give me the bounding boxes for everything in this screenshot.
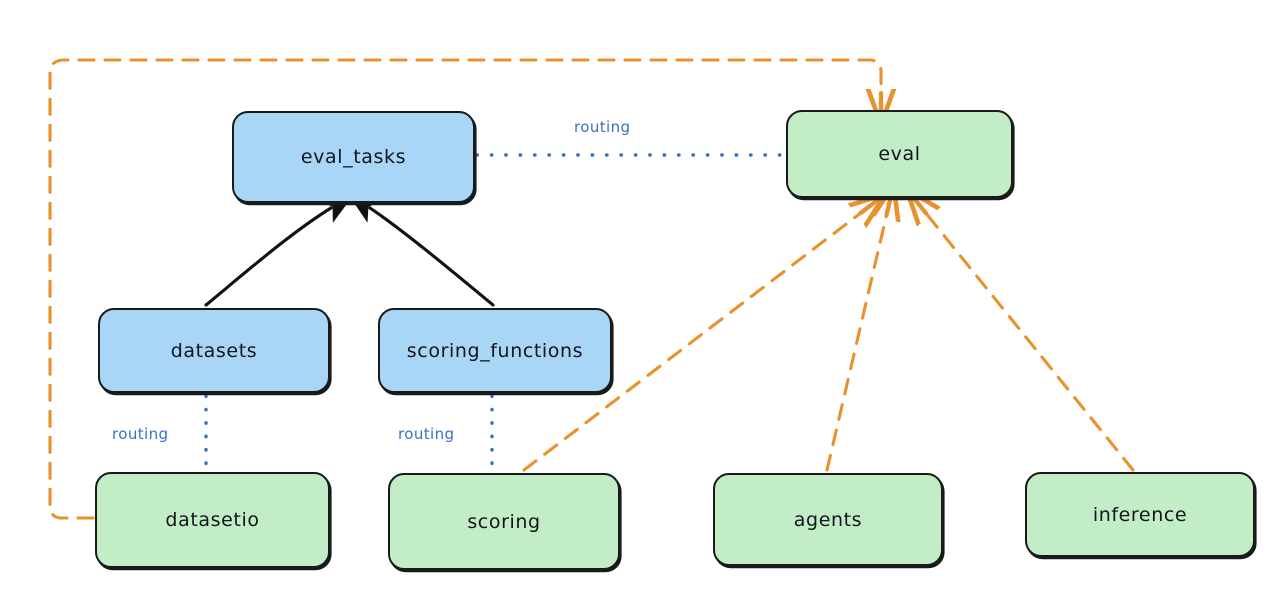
- edge-datasets-to-eval-tasks: [204, 193, 355, 307]
- node-label-inference: inference: [1092, 503, 1188, 526]
- edge-scoring-functions-to-eval-tasks: [346, 192, 495, 307]
- edge-datasetio-to-eval: [48, 58, 881, 520]
- edge-label-routing-eval-tasks-eval: routing: [574, 118, 631, 136]
- node-scoring-functions[interactable]: scoring_functions: [378, 308, 612, 393]
- node-label-datasets: datasets: [170, 339, 258, 362]
- edge-scoring-to-eval: [522, 212, 862, 472]
- edge-inference-to-eval: [925, 212, 1135, 472]
- node-label-scoring: scoring: [467, 510, 541, 533]
- edge-label-routing-scoring-functions-scoring: routing: [398, 425, 455, 443]
- node-label-datasetio: datasetio: [165, 509, 260, 531]
- node-scoring[interactable]: scoring: [388, 473, 620, 570]
- node-datasets[interactable]: datasets: [98, 308, 330, 393]
- node-eval-tasks[interactable]: eval_tasks: [232, 111, 475, 203]
- node-eval[interactable]: eval: [786, 110, 1013, 198]
- node-label-scoring-functions: scoring_functions: [406, 339, 584, 362]
- edge-label-routing-datasets-datasetio: routing: [112, 425, 169, 443]
- node-label-eval: eval: [878, 143, 921, 165]
- node-inference[interactable]: inference: [1025, 472, 1255, 557]
- node-label-agents: agents: [793, 508, 863, 531]
- edge-agents-to-eval: [825, 213, 887, 472]
- node-agents[interactable]: agents: [713, 473, 943, 566]
- node-label-eval-tasks: eval_tasks: [300, 146, 407, 168]
- node-datasetio[interactable]: datasetio: [95, 472, 330, 568]
